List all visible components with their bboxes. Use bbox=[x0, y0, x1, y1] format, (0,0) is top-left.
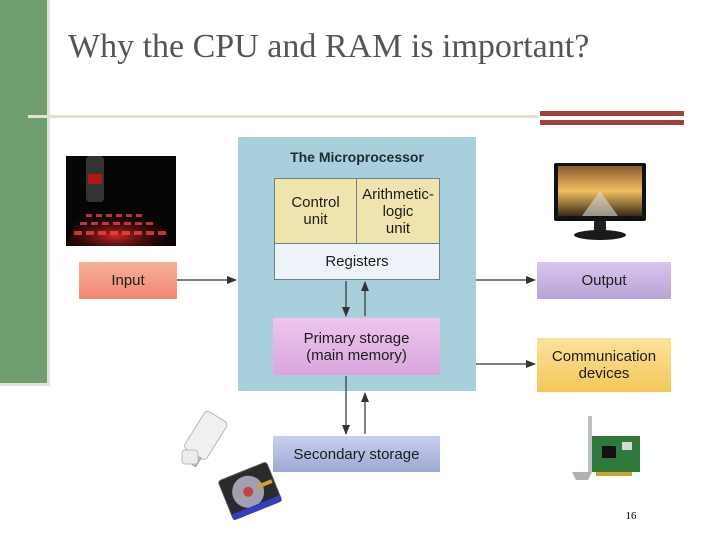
control-unit-box: Control unit bbox=[274, 178, 357, 244]
secondary-storage-label: Secondary storage bbox=[293, 445, 420, 463]
registers-label: Registers bbox=[325, 253, 389, 270]
usb-flash-drive-photo bbox=[180, 406, 240, 470]
registers-box: Registers bbox=[274, 244, 440, 280]
secondary-storage-box: Secondary storage bbox=[273, 436, 440, 472]
green-side-bar-edge bbox=[47, 0, 50, 383]
communication-devices-box: Communication devices bbox=[537, 338, 671, 392]
green-side-bar bbox=[0, 0, 47, 383]
slide-title: Why the CPU and RAM is important? bbox=[68, 28, 590, 65]
accent-rule-top bbox=[540, 111, 684, 116]
monitor-photo bbox=[552, 163, 648, 243]
network-card-photo bbox=[568, 412, 644, 484]
alu-label: Arithmetic- logic unit bbox=[362, 185, 434, 237]
input-box: Input bbox=[79, 262, 177, 299]
green-side-bar-bottom bbox=[0, 383, 50, 386]
alu-box: Arithmetic- logic unit bbox=[357, 178, 440, 244]
title-rule bbox=[28, 115, 538, 118]
control-unit-label: Control unit bbox=[291, 194, 340, 228]
primary-storage-label: Primary storage (main memory) bbox=[303, 329, 410, 364]
hard-drive-photo bbox=[218, 462, 282, 521]
input-label: Input bbox=[111, 272, 145, 289]
microprocessor-title: The Microprocessor bbox=[290, 149, 424, 165]
primary-storage-box: Primary storage (main memory) bbox=[273, 318, 440, 375]
communication-label: Communication devices bbox=[551, 348, 657, 382]
output-box: Output bbox=[537, 262, 671, 299]
output-label: Output bbox=[581, 272, 627, 289]
accent-rule-bottom bbox=[540, 120, 684, 125]
projection-keyboard-photo bbox=[66, 156, 176, 246]
page-number: 16 bbox=[625, 510, 637, 522]
